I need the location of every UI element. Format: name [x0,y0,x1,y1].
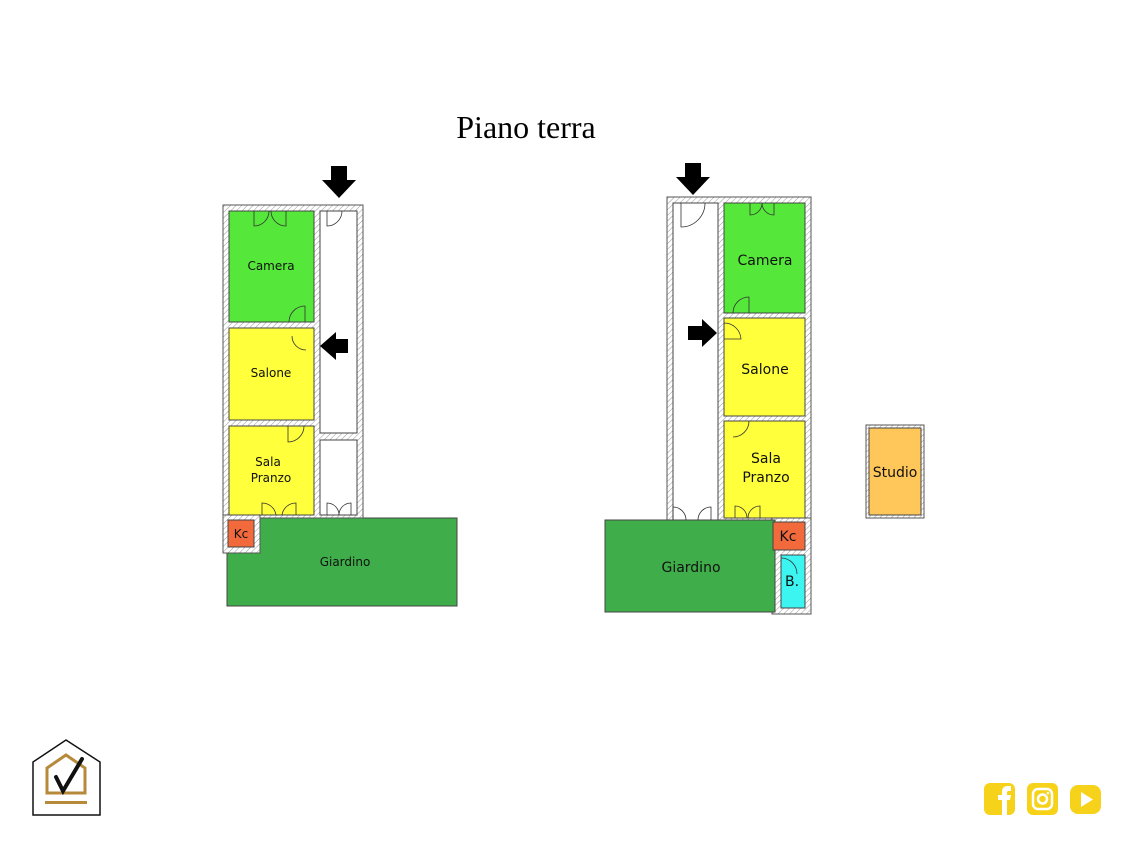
right-sala-pranzo [723,420,806,519]
left-label-pranzo: Pranzo [251,471,292,485]
right-label-salone: Salone [741,362,788,378]
right-label-sala: Sala [751,451,781,467]
youtube-icon[interactable] [1070,785,1101,814]
instagram-icon[interactable] [1027,783,1058,815]
right-corridor [672,202,719,521]
left-salone [228,327,315,421]
left-corridor [319,210,358,434]
left-sala-pranzo [228,425,315,516]
entrance-arrow-right-icon [688,319,717,347]
left-label-sala: Sala [255,455,281,469]
left-kc [227,519,255,548]
label-studio: Studio [873,465,918,481]
left-doors [253,210,352,516]
right-kc [772,521,806,551]
left-label-camera: Camera [247,259,294,273]
left-label-salone: Salone [251,366,292,380]
agency-logo [32,739,101,816]
left-label-kc: Kc [234,527,248,541]
left-label-giardino: Giardino [320,555,371,569]
entrance-arrow-down-icon [322,166,356,198]
right-label-giardino: Giardino [661,560,720,576]
right-label-pranzo: Pranzo [742,470,789,486]
right-label-camera: Camera [738,253,793,269]
right-salone [723,317,806,417]
right-camera [723,202,806,314]
right-plan: Camera Salone Sala Pranzo Kc B. Giardino… [604,163,925,615]
studio [868,427,922,516]
right-doors [672,202,798,575]
left-corridor-lower [319,439,358,516]
right-label-bagno: B. [785,574,799,590]
left-giardino [226,517,458,607]
left-plan: Camera Salone Sala Pranzo Kc Giardino [222,166,458,607]
facebook-icon[interactable] [984,783,1015,815]
left-camera [228,210,315,323]
right-label-kc: Kc [780,529,797,545]
page-title: Piano terra [456,109,596,145]
entrance-arrow-down-icon [676,163,710,195]
entrance-arrow-left-icon [320,332,348,360]
